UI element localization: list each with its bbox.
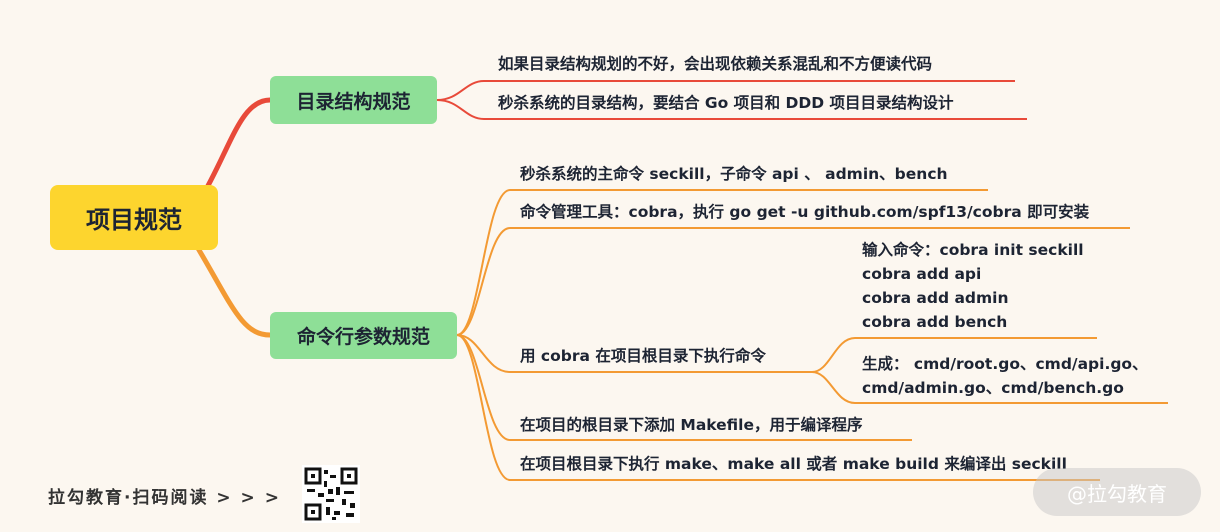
link-b2-c1	[456, 189, 988, 336]
generated-line: cmd/admin.go、cmd/bench.go	[862, 379, 1124, 397]
leaf-node[interactable]: 在项目根目录下执行 make、make all 或者 make build 来编…	[520, 455, 1067, 473]
command-line: cobra add api	[862, 265, 982, 283]
link-c3-s1	[811, 337, 1097, 373]
leaf-node[interactable]: 命令管理工具：cobra，执行 go get -u github.com/spf…	[520, 203, 1090, 221]
leaf-node[interactable]: 如果目录结构规划的不好，会出现依赖关系混乱和不方便读代码	[498, 55, 933, 73]
subleaf-node-commands[interactable]: 输入命令：cobra init seckill cobra add api co…	[862, 238, 1084, 334]
command-line: 输入命令：cobra init seckill	[862, 241, 1084, 259]
branch-label: 目录结构规范	[296, 90, 411, 113]
link-b2-c3	[456, 334, 812, 373]
watermark: @拉勾教育	[1033, 468, 1201, 516]
qr-code-icon	[302, 465, 360, 523]
leaf-node[interactable]: 秒杀系统的目录结构，要结合 Go 项目和 DDD 项目目录结构设计	[498, 94, 954, 112]
leaf-node[interactable]: 秒杀系统的主命令 seckill，子命令 api 、 admin、bench	[520, 165, 948, 183]
subleaf-node-generated[interactable]: 生成： cmd/root.go、cmd/api.go、 cmd/admin.go…	[862, 352, 1148, 400]
branch-label: 命令行参数规范	[296, 326, 430, 348]
link-root-branch1	[197, 97, 271, 202]
footer-text: 拉勾教育·扫码阅读 > > >	[48, 488, 281, 508]
branch-node-cli[interactable]: 命令行参数规范	[270, 312, 457, 359]
root-node[interactable]: 项目规范	[50, 185, 218, 250]
root-label: 项目规范	[86, 206, 182, 234]
link-b2-c5	[456, 334, 1100, 481]
leaf-node[interactable]: 用 cobra 在项目根目录下执行命令	[520, 347, 766, 365]
link-b1-c2	[436, 99, 1027, 120]
branch-node-directory[interactable]: 目录结构规范	[270, 76, 437, 124]
leaf-node[interactable]: 在项目的根目录下添加 Makefile，用于编译程序	[520, 416, 863, 434]
link-b1-c1	[436, 80, 1015, 101]
generated-line: 生成： cmd/root.go、cmd/api.go、	[862, 355, 1148, 373]
link-b2-c2	[456, 227, 1130, 336]
command-line: cobra add admin	[862, 289, 1009, 307]
command-line: cobra add bench	[862, 313, 1008, 331]
link-root-branch2	[187, 233, 271, 338]
link-c3-s2	[811, 371, 1168, 404]
